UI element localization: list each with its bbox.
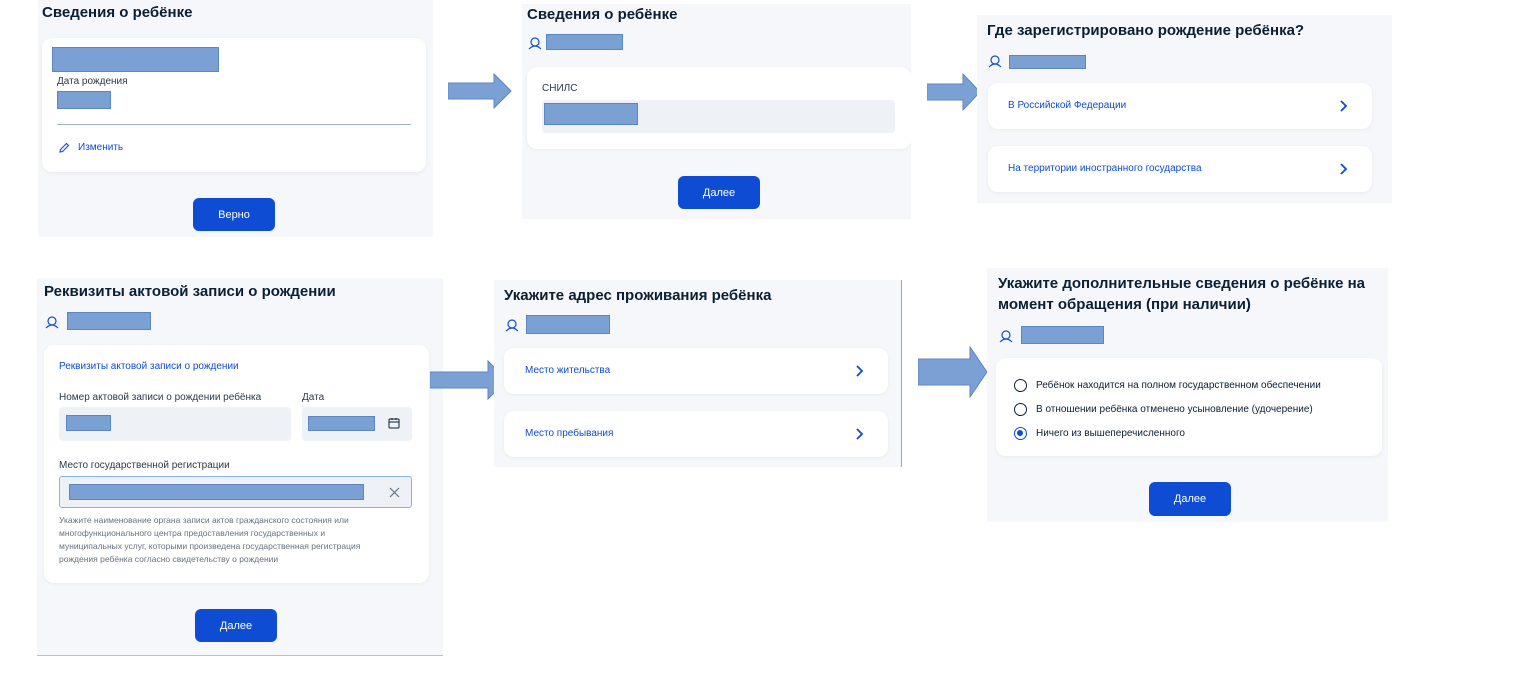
screen-snils: Сведения о ребёнке СНИЛС Далее bbox=[522, 4, 911, 219]
snils-label: СНИЛС bbox=[542, 83, 578, 94]
hint-line: многофункционального центра предоставлен… bbox=[59, 528, 326, 538]
radio-label: В отношении ребёнка отменено усыновление… bbox=[1036, 404, 1313, 415]
page-title: Реквизиты актовой записи о рождении bbox=[44, 283, 336, 300]
chevron-right-icon bbox=[1340, 100, 1348, 112]
redacted-name bbox=[52, 47, 219, 72]
page-title-line-2: момент обращения (при наличии) bbox=[998, 296, 1251, 313]
child-avatar-icon bbox=[528, 37, 542, 50]
radio-option-adoption-cancelled[interactable]: В отношении ребёнка отменено усыновление… bbox=[1014, 402, 1364, 417]
radio-label: Ребёнок находится на полном государствен… bbox=[1036, 380, 1321, 391]
option-foreign[interactable]: На территории иностранного государства bbox=[988, 146, 1372, 192]
option-label: Место жительства bbox=[525, 365, 611, 376]
chevron-right-icon bbox=[856, 365, 864, 377]
next-button[interactable]: Далее bbox=[1149, 482, 1231, 516]
redacted-birth-date bbox=[57, 91, 111, 109]
snils-card: СНИЛС bbox=[527, 67, 911, 149]
screen-additional-info: Укажите дополнительные сведения о ребёнк… bbox=[987, 268, 1388, 522]
hint-line: рождения ребёнка согласно свидетельству … bbox=[59, 554, 279, 564]
chevron-right-icon bbox=[856, 428, 864, 440]
edit-link-label: Изменить bbox=[78, 142, 124, 153]
additional-info-card: Ребёнок находится на полном государствен… bbox=[996, 358, 1382, 456]
radio-button[interactable] bbox=[1014, 403, 1027, 416]
snils-field[interactable] bbox=[542, 100, 895, 133]
next-button[interactable]: Далее bbox=[195, 609, 277, 642]
hint-line: муниципальных услуг, которыми произведен… bbox=[59, 541, 361, 551]
radio-button[interactable] bbox=[1014, 379, 1027, 392]
page-title: Сведения о ребёнке bbox=[42, 4, 193, 21]
flow-arrow-2 bbox=[927, 73, 981, 111]
option-permanent-residence[interactable]: Место жительства bbox=[504, 348, 888, 394]
birth-record-card: Реквизиты актовой записи о рождении Номе… bbox=[44, 345, 429, 583]
chevron-right-icon bbox=[1340, 163, 1348, 175]
flow-arrow-1 bbox=[448, 73, 512, 109]
radio-option-none[interactable]: Ничего из вышеперечисленного bbox=[1014, 426, 1364, 441]
edit-link[interactable]: Изменить bbox=[58, 141, 148, 155]
child-info-card: Дата рождения Изменить bbox=[42, 38, 426, 172]
clear-icon[interactable] bbox=[389, 487, 400, 498]
option-label: В Российской Федерации bbox=[1008, 100, 1127, 111]
redacted-date bbox=[308, 416, 375, 431]
child-avatar-icon bbox=[45, 316, 59, 329]
birth-date-label: Дата рождения bbox=[57, 76, 128, 87]
child-avatar-icon bbox=[505, 319, 519, 332]
card-heading: Реквизиты актовой записи о рождении bbox=[59, 361, 239, 372]
flow-arrow-4 bbox=[918, 346, 988, 398]
redacted-child-name bbox=[67, 312, 151, 330]
divider bbox=[57, 124, 411, 125]
child-avatar-icon bbox=[988, 55, 1002, 68]
registration-place-field[interactable] bbox=[59, 476, 412, 508]
radio-button-selected[interactable] bbox=[1014, 427, 1027, 440]
screen-birth-registration: Где зарегистрировано рождение ребёнка? В… bbox=[977, 15, 1392, 203]
screen-child-info: Сведения о ребёнке Дата рождения Изменит… bbox=[38, 0, 433, 237]
confirm-button[interactable]: Верно bbox=[193, 198, 275, 231]
screen-residence-address: Укажите адрес проживания ребёнка Место ж… bbox=[494, 280, 902, 467]
date-field[interactable] bbox=[302, 407, 412, 441]
redacted-child-name bbox=[1009, 55, 1086, 69]
child-avatar-icon bbox=[999, 330, 1013, 343]
calendar-icon[interactable] bbox=[388, 417, 400, 429]
redacted-record-number bbox=[66, 415, 111, 431]
option-temporary-residence[interactable]: Место пребывания bbox=[504, 411, 888, 457]
redacted-child-name bbox=[546, 34, 623, 50]
redacted-registration-place bbox=[69, 484, 364, 500]
page-title: Где зарегистрировано рождение ребёнка? bbox=[987, 22, 1305, 39]
record-number-label: Номер актовой записи о рождении ребёнка bbox=[59, 392, 262, 403]
record-number-field[interactable] bbox=[59, 407, 291, 441]
hint-line: Укажите наименование органа записи актов… bbox=[59, 515, 349, 525]
registration-hint: Укажите наименование органа записи актов… bbox=[59, 514, 419, 566]
registration-place-label: Место государственной регистрации bbox=[59, 460, 230, 471]
page-title-line-1: Укажите дополнительные сведения о ребёнк… bbox=[998, 275, 1365, 292]
radio-label: Ничего из вышеперечисленного bbox=[1036, 428, 1185, 439]
redacted-snils bbox=[544, 103, 638, 125]
pencil-icon bbox=[59, 142, 70, 153]
option-russia[interactable]: В Российской Федерации bbox=[988, 83, 1372, 129]
next-button[interactable]: Далее bbox=[678, 176, 760, 209]
radio-option-state-care[interactable]: Ребёнок находится на полном государствен… bbox=[1014, 378, 1364, 393]
option-label: Место пребывания bbox=[525, 428, 614, 439]
redacted-child-name bbox=[1021, 326, 1104, 344]
date-label: Дата bbox=[302, 392, 325, 403]
redacted-child-name bbox=[526, 315, 610, 334]
screen-birth-record: Реквизиты актовой записи о рождении Рекв… bbox=[37, 278, 443, 656]
page-title: Укажите адрес проживания ребёнка bbox=[504, 287, 772, 304]
page-title: Сведения о ребёнке bbox=[527, 6, 678, 23]
option-label: На территории иностранного государства bbox=[1008, 163, 1202, 174]
